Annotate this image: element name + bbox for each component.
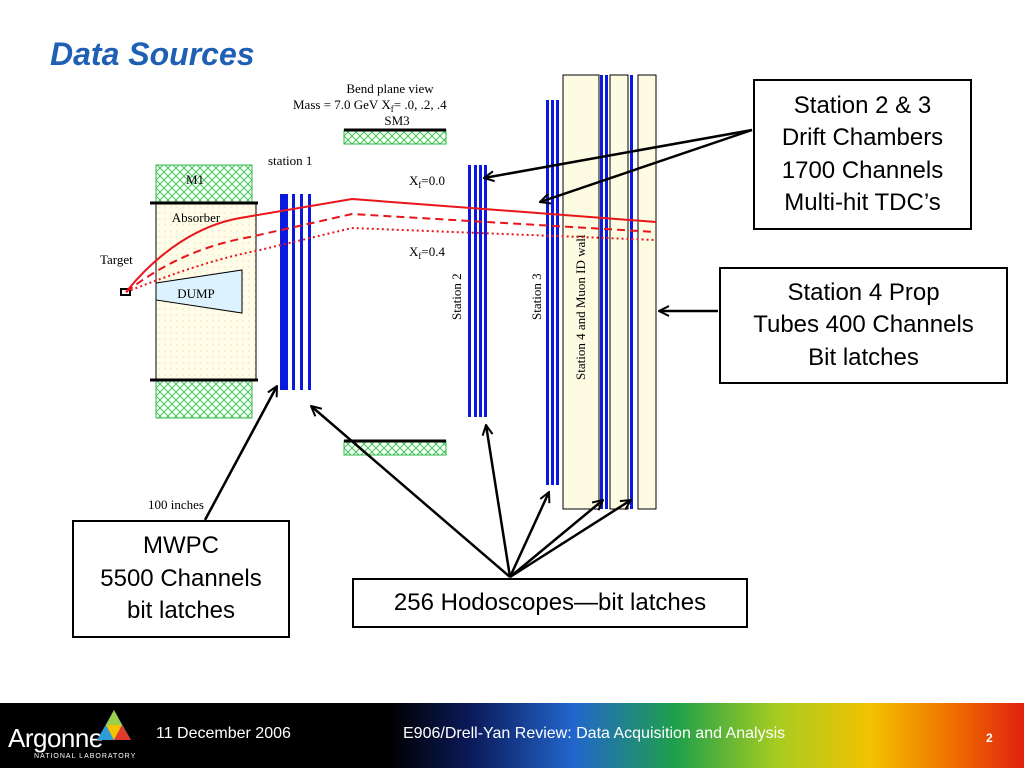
footer-event: E906/Drell-Yan Review: Data Acquisition …	[403, 725, 786, 742]
station2-chambers	[468, 165, 487, 417]
muon-wall-1	[562, 74, 600, 510]
callout-line: 256 Hodoscopes—bit latches	[393, 588, 707, 616]
callout-hodoscopes: 256 Hodoscopes—bit latches	[352, 578, 748, 628]
m1-top	[155, 164, 253, 204]
sm3-label: SM3	[384, 113, 409, 128]
callout-line: 5500 Channels	[100, 564, 262, 592]
svg-text:Xf=0.4: Xf=0.4	[409, 244, 445, 261]
callout-line: Station 4 Prop	[787, 278, 940, 306]
mass-caption: Mass = 7.0 GeV X	[293, 97, 391, 112]
callout-arrows	[203, 128, 753, 579]
callout-line: Bit latches	[808, 343, 919, 371]
station1-label: station 1	[268, 153, 312, 168]
station3-label: Station 3	[529, 273, 544, 320]
argonne-logo-subtitle: NATIONAL LABORATORY	[34, 753, 137, 760]
page-number: 2	[986, 731, 993, 745]
m1-label: M1	[186, 172, 204, 187]
dump-label: DUMP	[177, 286, 215, 301]
dump	[155, 269, 243, 314]
svg-text:Xf=0.0: Xf=0.0	[409, 173, 445, 190]
station2-label: Station 2	[449, 273, 464, 320]
argonne-logo-icon	[97, 710, 131, 740]
svg-text:Mass = 7.0 GeV Xf= .0, .2, .4: Mass = 7.0 GeV Xf= .0, .2, .4	[293, 97, 447, 114]
xf-top-label: X	[409, 173, 419, 188]
callout-line: bit latches	[126, 597, 236, 625]
callout-mwpc: MWPC 5500 Channels bit latches	[72, 520, 290, 638]
absorber-label: Absorber	[172, 210, 221, 225]
callout-station4: Station 4 Prop Tubes 400 Channels Bit la…	[719, 267, 1008, 384]
callout-line: Station 2 & 3	[793, 91, 932, 119]
muon-tracks	[125, 197, 657, 293]
page-title: Data Sources	[50, 36, 255, 72]
scale-label: 100 inches	[148, 497, 204, 512]
muon-wall-3	[637, 74, 657, 510]
callout-station23: Station 2 & 3 Drift Chambers 1700 Channe…	[753, 79, 972, 230]
footer-date: 11 December 2006	[156, 725, 291, 742]
sm3-top-pole	[343, 129, 447, 145]
bend-plane-caption: Bend plane view	[346, 81, 434, 96]
muon-wall-2	[609, 74, 629, 510]
station4-label: Station 4 and Muon ID wall	[573, 234, 588, 380]
callout-line: 1700 Channels	[781, 156, 944, 184]
xf-bottom-label: X	[409, 244, 419, 259]
target	[120, 288, 131, 296]
argonne-logo-text: Argonne	[8, 723, 103, 753]
spectrometer-diagram: Bend plane view Mass = 7.0 GeV Xf= .0, .…	[100, 74, 753, 579]
callout-line: MWPC	[143, 532, 219, 560]
station1-chambers	[280, 194, 311, 390]
callout-line: Multi-hit TDC’s	[784, 188, 941, 216]
footer-bar: Argonne NATIONAL LABORATORY 11 December …	[0, 703, 1024, 768]
m1-bottom	[155, 379, 253, 419]
target-label: Target	[100, 252, 133, 267]
station3-chambers	[546, 100, 559, 485]
callout-line: Tubes 400 Channels	[753, 311, 974, 339]
callout-line: Drift Chambers	[781, 124, 944, 152]
